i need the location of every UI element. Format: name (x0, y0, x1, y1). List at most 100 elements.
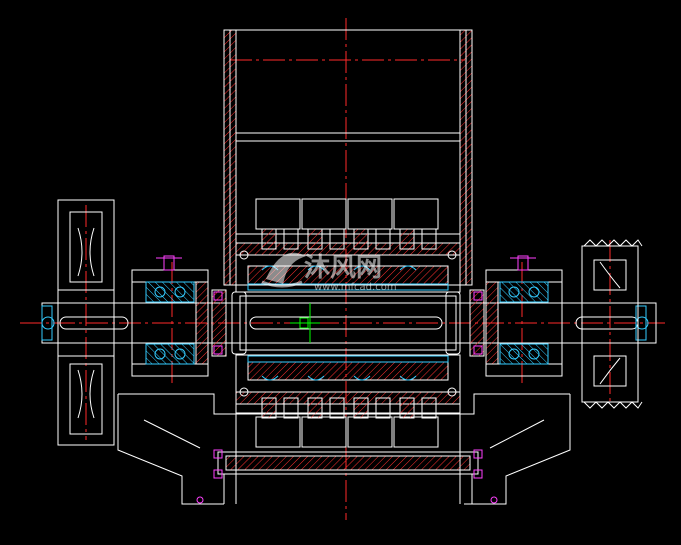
bearing-lower (499, 343, 549, 365)
seal-right (469, 289, 485, 357)
rotor-hammer (399, 397, 415, 419)
pulley-outline (581, 245, 639, 403)
bolt-head (447, 387, 457, 397)
roller (154, 286, 166, 298)
flywheel-spoke-upper (77, 227, 95, 277)
inner-ring (247, 355, 449, 363)
rotor-inner-rings (247, 265, 449, 381)
sailboat-logo-icon (261, 252, 307, 288)
fastener (473, 469, 483, 479)
bearing-housing-top-flange (131, 269, 209, 283)
cutter-block (301, 416, 347, 448)
fastener (213, 291, 223, 301)
left-keyway (59, 316, 129, 330)
cutter-block (347, 198, 393, 230)
bearing-housing-bottom-flange (485, 363, 563, 377)
fastener (473, 345, 483, 355)
pulley-grooves-bottom (583, 401, 643, 409)
flywheel-left (57, 199, 115, 446)
inner-ring (247, 283, 449, 291)
flywheel-lower-web (69, 363, 103, 435)
rotor-upper-body (235, 233, 461, 293)
grease-nipple (163, 255, 175, 271)
bearing-end-cover (485, 281, 499, 365)
roller (528, 286, 540, 298)
bolt-head (239, 250, 249, 260)
watermark-brand: 沐风网 (304, 253, 382, 283)
flywheel-upper-web (69, 211, 103, 283)
roller (508, 286, 520, 298)
bearing-end-cover (195, 281, 209, 365)
bearing-housing-top-flange (485, 269, 563, 283)
shaft-collar-left (231, 291, 247, 355)
rotor-arc-marks (261, 265, 417, 271)
shaft-end-caps (41, 305, 649, 341)
end-nut-right (635, 316, 649, 330)
rotor-hammer (375, 397, 391, 419)
pulley-grooves-top (583, 239, 643, 247)
bolt-head (239, 387, 249, 397)
bearing-upper (145, 281, 195, 303)
seal-left (211, 289, 227, 357)
rotor-assembly (235, 228, 461, 419)
rotor-lower-disc (247, 361, 449, 381)
rotor-hammer (307, 397, 323, 419)
watermark: 沐风网 www.mfcad.com (261, 252, 397, 293)
rotor-hammer (261, 397, 277, 419)
rotor-hammer (375, 228, 391, 250)
roller (154, 348, 166, 360)
grease-nipple (517, 255, 529, 271)
vbelt-pulley-right (581, 239, 643, 409)
cutter-block (255, 416, 301, 448)
base-right-brace (489, 419, 545, 449)
rotor-hammer (421, 397, 437, 419)
cutter-block (393, 416, 439, 448)
rotor-hammer (399, 228, 415, 250)
cutter-block (255, 198, 301, 230)
bearing-housing-left (131, 255, 209, 377)
hopper (223, 29, 473, 286)
roller (508, 348, 520, 360)
base-left-brace (143, 419, 201, 449)
cutter-blocks-top (255, 198, 439, 230)
flywheel-hub (57, 289, 115, 357)
bearing-upper (499, 281, 549, 303)
pulley-upper-web (593, 259, 627, 291)
marker-box (299, 317, 309, 329)
main-shaft (41, 289, 657, 357)
rotor-hammer (283, 397, 299, 419)
bearing-housing-right (485, 255, 563, 377)
rotor-hammer (307, 228, 323, 250)
shaft-hub-section (239, 295, 457, 351)
fastener (213, 345, 223, 355)
flywheel-spoke-lower (77, 369, 95, 419)
roller (174, 286, 186, 298)
fastener (213, 449, 223, 459)
rotor-hammer (261, 228, 277, 250)
base-left-leg (117, 394, 224, 505)
watermark-url: www.mfcad.com (314, 282, 397, 293)
rotor-hammers (261, 228, 437, 419)
base-frame (117, 393, 571, 505)
bearing-lower (145, 343, 195, 365)
bearing-housing-bottom-flange (131, 363, 209, 377)
anchor-bolt (490, 496, 498, 504)
rotor-hammer (353, 397, 369, 419)
fastener (213, 469, 223, 479)
cutter-block (301, 198, 347, 230)
end-nut-left (41, 316, 55, 330)
shaft-collar-right (445, 291, 461, 355)
discharge-screen (225, 455, 471, 471)
cutter-blocks-bottom (255, 416, 439, 448)
rotor-hammer (329, 228, 345, 250)
rotor-hammer (283, 228, 299, 250)
rotor-bolts (239, 250, 457, 397)
fastener (473, 291, 483, 301)
rotor-arc-marks (261, 375, 417, 381)
anchor-bolt (196, 496, 204, 504)
center-marker (290, 303, 320, 343)
pulley-spokes (599, 261, 621, 385)
roller (174, 348, 186, 360)
rotor-hammer (421, 228, 437, 250)
rotor-hammer (329, 397, 345, 419)
